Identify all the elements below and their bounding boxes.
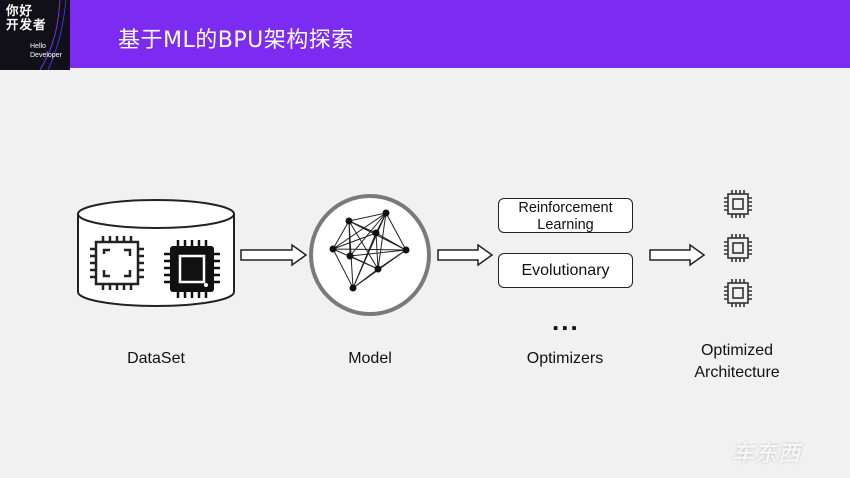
header-bar: 你好 开发者 Hello Developer 基于ML的BPU架构探索	[0, 0, 850, 70]
more-optimizers-ellipsis: ...	[552, 306, 580, 336]
reinforcement-learning-box: Reinforcement Learning	[498, 198, 633, 233]
evolutionary-box: Evolutionary	[498, 253, 633, 288]
chip-outline-icon	[90, 236, 144, 290]
logo-english-text: Hello Developer	[30, 43, 62, 59]
chip-solid-icon	[164, 240, 220, 298]
arrow-dataset-to-model	[240, 243, 308, 267]
stage-label-optimizers: Optimizers	[526, 350, 604, 367]
stage-label-optimized-architecture: Optimized Architecture	[694, 342, 780, 381]
small-chip-icon	[724, 190, 752, 307]
page-title: 基于ML的BPU架构探索	[118, 28, 354, 53]
stage-label-dataset: DataSet	[127, 350, 185, 367]
arrow-optimizers-to-architecture	[649, 243, 706, 267]
arrow-model-to-optimizers	[437, 243, 494, 267]
hello-developer-logo: 你好 开发者 Hello Developer	[0, 0, 70, 70]
stage-label-model: Model	[348, 350, 392, 367]
watermark-text: 车东西	[732, 441, 802, 466]
logo-chinese-text: 你好 开发者	[6, 4, 47, 32]
neural-network-icon	[309, 194, 431, 316]
logo-decoration-icon	[39, 0, 67, 70]
